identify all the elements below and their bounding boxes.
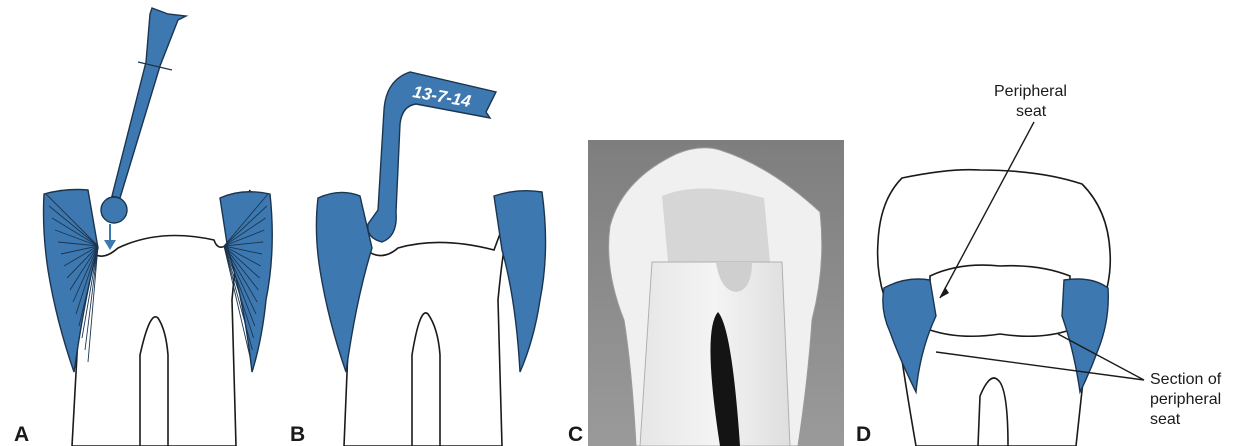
hand-instrument-b: 13-7-14 <box>368 72 496 242</box>
callout-peripheral-seat: Peripheral seat <box>994 83 1071 120</box>
panel-letter-d: D <box>856 423 871 446</box>
panel-d: Peripheral seat Section of peripheral se… <box>856 83 1226 446</box>
panel-c-photo: C <box>568 140 844 446</box>
panel-letter-c: C <box>568 423 583 446</box>
panel-a: A <box>14 8 272 446</box>
enamel-right-b <box>494 191 546 372</box>
panel-letter-b: B <box>290 423 305 446</box>
enamel-left-a <box>44 190 99 373</box>
panel-b: 13-7-14 B <box>290 72 546 446</box>
panel-letter-a: A <box>14 423 29 446</box>
hand-instrument-a <box>101 8 186 250</box>
callout-section-of-peripheral-seat: Section of peripheral seat <box>1150 371 1226 428</box>
